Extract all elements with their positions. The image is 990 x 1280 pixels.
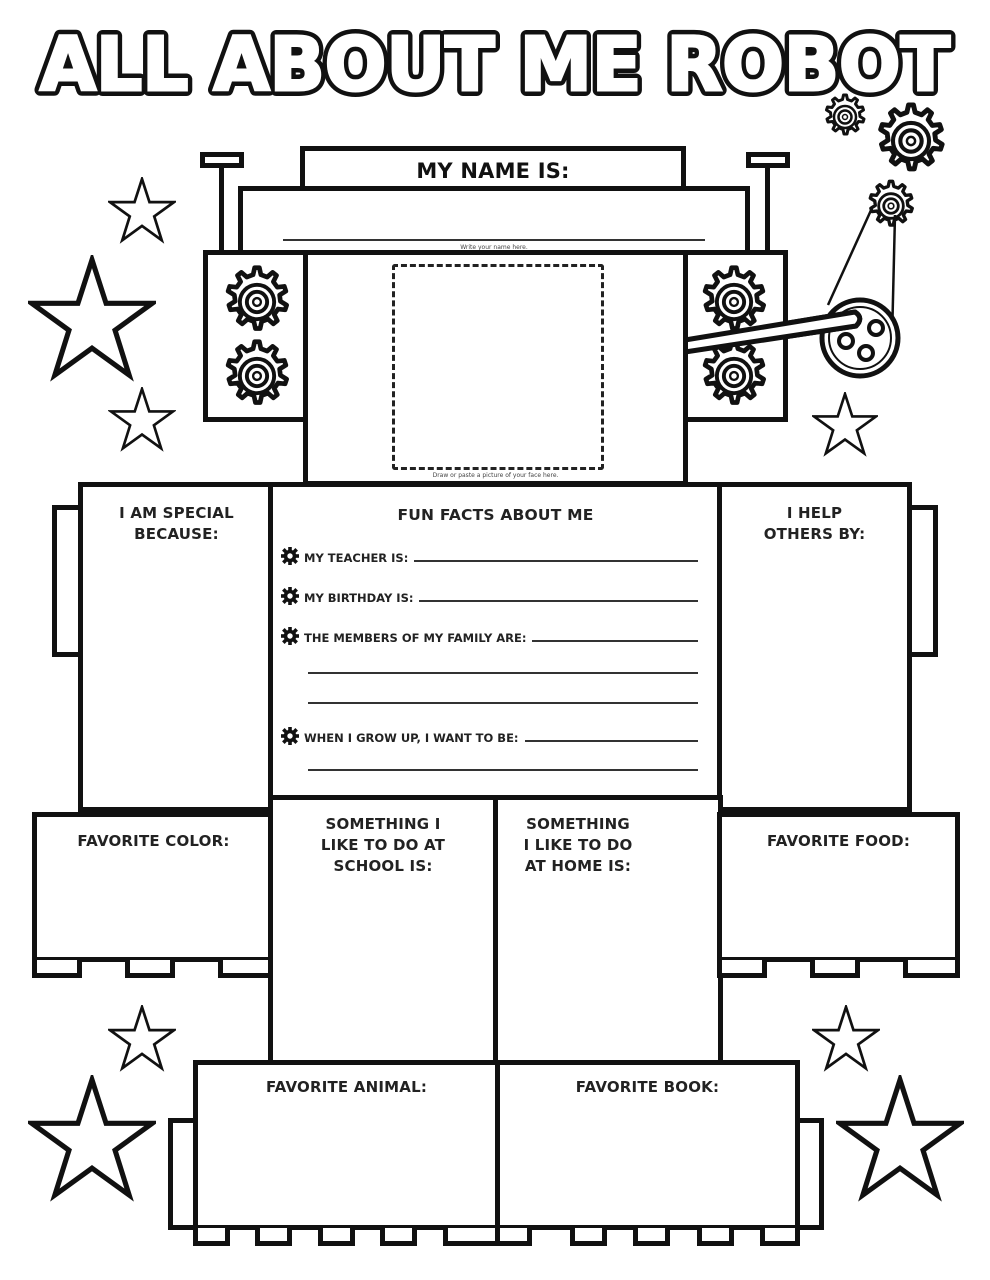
special-because-box[interactable]: I AM SPECIAL BECAUSE: [78, 482, 275, 812]
star-icon [108, 177, 176, 242]
home-box[interactable]: SOMETHING I LIKE TO DO AT HOME IS: [493, 795, 723, 1070]
grow-up-answer-line[interactable] [524, 740, 698, 742]
foot-tab [570, 1228, 607, 1246]
star-icon [28, 255, 156, 385]
favorite-color-label: FAVORITE COLOR: [77, 832, 230, 850]
svg-text:ALL ABOUT ME ROBOT: ALL ABOUT ME ROBOT [40, 22, 950, 108]
foot-tab [318, 1228, 355, 1246]
worksheet-title: ALL ABOUT ME ROBOT ALL ABOUT ME ROBOT [30, 18, 960, 108]
favorite-animal-box[interactable]: FAVORITE ANIMAL: [193, 1060, 500, 1230]
gear-icon [825, 93, 866, 136]
fun-facts-box: FUN FACTS ABOUT ME MY TEACHER IS: MY BIR… [268, 482, 723, 800]
help-others-label: I HELP OTHERS BY: [763, 504, 866, 543]
robot-arm [682, 309, 863, 355]
star-icon [28, 1075, 156, 1205]
svg-text:ALL ABOUT ME ROBOT: ALL ABOUT ME ROBOT [40, 22, 950, 108]
foot-tab [193, 1228, 230, 1246]
fact-family[interactable]: THE MEMBERS OF MY FAMILY ARE: [281, 627, 698, 645]
favorite-animal-label: FAVORITE ANIMAL: [265, 1078, 428, 1096]
gear-icon [870, 100, 952, 182]
fact-teacher[interactable]: MY TEACHER IS: [281, 547, 698, 565]
foot-tab [255, 1228, 292, 1246]
name-label: MY NAME IS: [416, 159, 570, 183]
fact-birthday[interactable]: MY BIRTHDAY IS: [281, 587, 698, 605]
name-field[interactable]: Write your name here. [238, 186, 750, 256]
foot-tab [32, 960, 82, 978]
foot-tab [495, 1228, 532, 1246]
favorite-book-box[interactable]: FAVORITE BOOK: [495, 1060, 800, 1230]
gear-icon [218, 337, 296, 415]
school-label: SOMETHING I LIKE TO DO AT SCHOOL IS: [320, 815, 446, 875]
antenna-left-pole [219, 166, 224, 254]
head-left-gear-box [203, 250, 311, 422]
face-panel: Draw or paste a picture of your face her… [303, 250, 688, 486]
star-icon [836, 1075, 964, 1205]
face-drawing-area[interactable] [392, 264, 604, 470]
favorite-food-box[interactable]: FAVORITE FOOD: [717, 812, 960, 962]
antenna-left [200, 152, 244, 168]
special-because-label: I AM SPECIAL BECAUSE: [119, 504, 234, 543]
foot-tab [903, 960, 960, 978]
foot-tab [633, 1228, 670, 1246]
gear-icon [281, 727, 299, 745]
name-hint: Write your name here. [460, 244, 528, 251]
fun-facts-heading: FUN FACTS ABOUT ME [397, 506, 594, 524]
star-icon [109, 387, 175, 450]
star-icon [108, 1005, 176, 1070]
family-extra-line-1[interactable] [308, 672, 698, 674]
favorite-color-box[interactable]: FAVORITE COLOR: [32, 812, 275, 962]
foot-tab [380, 1228, 417, 1246]
foot-tab [760, 1228, 800, 1246]
star-icon [812, 1005, 880, 1070]
face-hint: Draw or paste a picture of your face her… [432, 472, 559, 479]
teacher-answer-line[interactable] [414, 560, 698, 562]
gear-icon [281, 627, 299, 645]
birthday-answer-line[interactable] [419, 600, 698, 602]
school-box[interactable]: SOMETHING I LIKE TO DO AT SCHOOL IS: [268, 795, 498, 1070]
favorite-food-label: FAVORITE FOOD: [766, 832, 911, 850]
help-others-box[interactable]: I HELP OTHERS BY: [717, 482, 912, 812]
foot-tab [810, 960, 860, 978]
name-line [283, 239, 705, 241]
foot-tab [218, 960, 275, 978]
fact-grow-up[interactable]: WHEN I GROW UP, I WANT TO BE: [281, 727, 698, 745]
name-tab: MY NAME IS: [300, 146, 686, 192]
foot-tab [443, 1228, 500, 1246]
gear-icon [281, 547, 299, 565]
family-answer-line[interactable] [532, 640, 698, 642]
star-icon [812, 392, 878, 455]
foot-tab [125, 960, 175, 978]
gear-icon [281, 587, 299, 605]
foot-tab [717, 960, 767, 978]
grow-up-extra-line[interactable] [308, 769, 698, 771]
family-extra-line-2[interactable] [308, 702, 698, 704]
home-label: SOMETHING I LIKE TO DO AT HOME IS: [523, 815, 633, 875]
foot-tab [697, 1228, 734, 1246]
antenna-right [746, 152, 790, 168]
gear-icon [218, 263, 296, 341]
favorite-book-label: FAVORITE BOOK: [575, 1078, 720, 1096]
antenna-right-pole [765, 166, 770, 254]
